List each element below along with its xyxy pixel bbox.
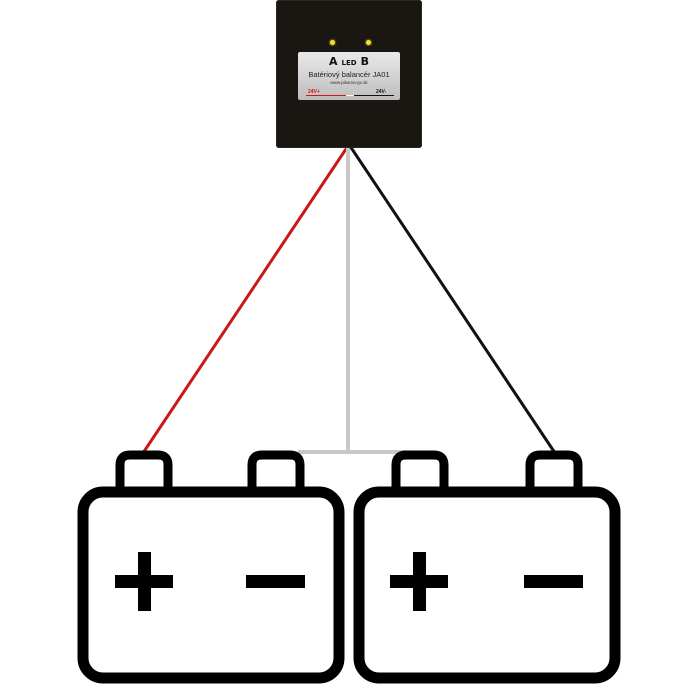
led-word: LED [341, 59, 357, 67]
led-b-indicator [366, 40, 371, 45]
battery-right-minus [524, 575, 583, 588]
led-a-label: A [329, 55, 338, 68]
battery-left-body [77, 486, 345, 684]
led-b-label: B [360, 55, 369, 68]
battery-left-minus [246, 575, 305, 588]
battery-left-negative-terminal [247, 450, 305, 487]
positive-wire [141, 145, 350, 454]
plate-red-line [306, 95, 346, 96]
device-model: Batériový balancér JA01 [308, 70, 390, 79]
battery-right-negative-terminal [525, 450, 583, 487]
battery-right [353, 450, 621, 684]
battery-left-positive-terminal [115, 450, 173, 487]
plate-white-line [346, 95, 354, 96]
midpoint-wire [298, 146, 406, 454]
device-url: www.pikama-gx.sk [330, 80, 368, 85]
terminal-plus-label: 24V+ [308, 89, 320, 95]
battery-left-plus-vertical [138, 552, 151, 611]
battery-right-positive-terminal [391, 450, 449, 487]
terminal-minus-label: 24V- [376, 89, 387, 95]
battery-right-plus-vertical [413, 552, 426, 611]
plate-black-line [354, 95, 394, 96]
led-a-indicator [330, 40, 335, 45]
battery-right-body [353, 486, 621, 684]
negative-wire [348, 145, 557, 454]
battery-left [77, 450, 345, 684]
